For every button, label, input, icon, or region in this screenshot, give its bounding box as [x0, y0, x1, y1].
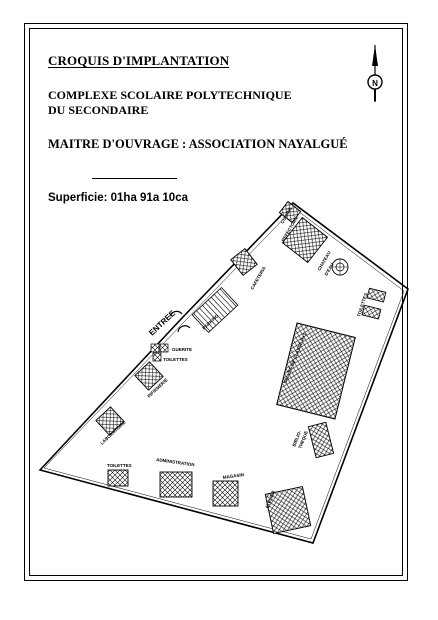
store-label: MAGASIN	[222, 472, 244, 480]
parking-area	[191, 287, 239, 333]
toilets-label: TOILETTES	[163, 357, 188, 362]
site-area: Superficie: 01ha 91a 10ca	[48, 192, 188, 204]
north-symbol: N	[372, 79, 378, 88]
separator-line	[92, 178, 177, 179]
administration-label: ADMINISTRATION	[156, 457, 195, 467]
refectory-building	[281, 216, 329, 264]
toilets-right-building	[361, 287, 387, 320]
guardhouse-label: GUERITE	[172, 347, 192, 352]
project-owner: MAITRE D'OUVRAGE : ASSOCIATION NAYALGUÉ	[48, 137, 348, 151]
toilets-bottom-building	[107, 469, 129, 487]
water-tower-label-line-2: D'EAU	[324, 262, 335, 276]
guardhouse-building	[150, 343, 169, 353]
project-name-line-1: COMPLEXE SCOLAIRE POLYTECHNIQUE	[48, 88, 292, 102]
kitchen-building	[278, 200, 302, 224]
library-building	[307, 421, 335, 459]
site-boundary	[38, 201, 409, 544]
water-tower-icon	[331, 258, 349, 276]
infirmary-building	[134, 361, 164, 391]
north-arrow-icon: N	[367, 45, 383, 102]
workshop-building	[264, 485, 312, 535]
page-title: CROQUIS D'IMPLANTATION	[48, 53, 230, 68]
classrooms-building	[276, 322, 356, 420]
toilets-building	[152, 352, 162, 362]
outer-frame	[24, 23, 408, 581]
administration-building	[159, 471, 193, 498]
library-label-line-2: THEQUE	[297, 430, 309, 449]
entrance-gate	[169, 310, 191, 333]
project-name-line-2: DU SECONDAIRE	[48, 103, 149, 117]
store-building	[212, 480, 239, 507]
toilets-bottom-label: TOILETTES	[107, 463, 132, 468]
library-label-line-1: BIBLIO-	[291, 430, 302, 448]
laboratory-building	[95, 406, 125, 436]
cafeteria-building	[230, 247, 258, 277]
